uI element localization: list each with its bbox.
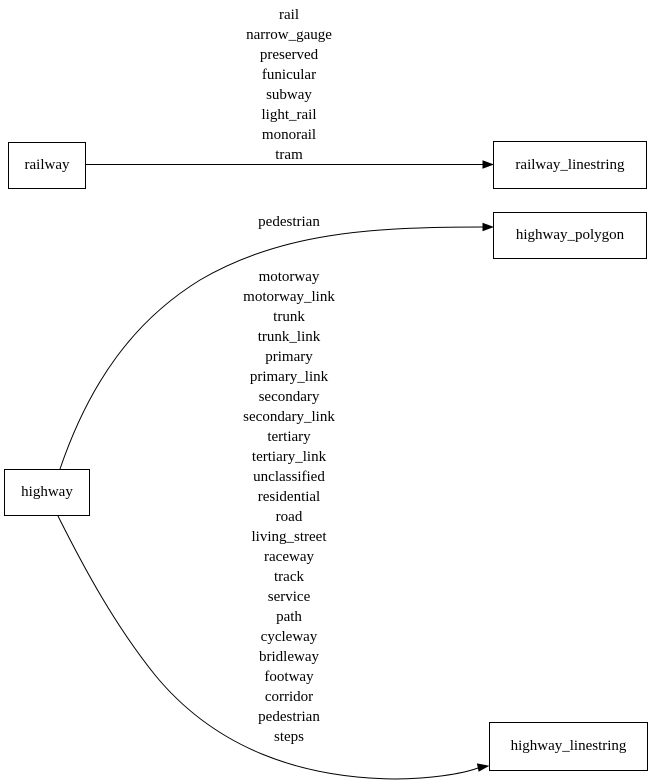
edge-label-line: secondary_link bbox=[243, 409, 335, 425]
edge-label-line: trunk_link bbox=[257, 329, 321, 345]
arrowhead-icon bbox=[482, 222, 494, 232]
edge-label-line: narrow_gauge bbox=[246, 27, 332, 43]
edge-label-line: service bbox=[267, 589, 311, 605]
edge-label-line: tertiary_link bbox=[251, 449, 327, 465]
edge-label-line: primary_link bbox=[249, 369, 329, 385]
edge-label-line: path bbox=[276, 609, 302, 625]
edge-label-line: light_rail bbox=[261, 107, 317, 123]
node-highway-linestring-label: highway_linestring bbox=[510, 738, 627, 754]
node-railway-linestring-label: railway_linestring bbox=[515, 156, 625, 173]
edge-label-line: preserved bbox=[259, 47, 319, 63]
node-railway-label: railway bbox=[24, 157, 70, 173]
edge-label-line: tertiary bbox=[267, 429, 311, 445]
edge-label-line: track bbox=[274, 569, 304, 585]
arrowhead-icon bbox=[482, 160, 494, 169]
edge-highway-to-highway-polygon bbox=[59, 226, 484, 470]
edge-label-line: bridleway bbox=[259, 649, 319, 665]
edge-label-highway-polygon-types: pedestrian bbox=[179, 212, 399, 232]
node-highway-polygon-label: highway_polygon bbox=[515, 227, 625, 243]
edge-label-line: motorway bbox=[258, 269, 320, 285]
edge-label-line: unclassified bbox=[253, 469, 325, 485]
node-highway-label: highway bbox=[21, 484, 73, 500]
edge-label-line: primary bbox=[265, 349, 313, 365]
edge-label-line: trunk bbox=[273, 309, 305, 325]
edge-label-line: residential bbox=[257, 489, 321, 505]
edge-label-line: funicular bbox=[261, 67, 317, 83]
edge-label-line: corridor bbox=[264, 689, 314, 705]
edge-label-line: tram bbox=[275, 147, 303, 163]
edge-label-line: pedestrian bbox=[258, 214, 320, 230]
edge-label-line: steps bbox=[274, 729, 304, 745]
edge-label-line: cycleway bbox=[260, 629, 318, 645]
edge-label-line: raceway bbox=[264, 549, 314, 565]
edge-label-line: secondary bbox=[258, 389, 320, 405]
node-railway: railway bbox=[8, 142, 86, 189]
edge-label-line: living_street bbox=[251, 529, 327, 545]
edge-label-line: motorway_link bbox=[243, 289, 335, 305]
edge-label-line: rail bbox=[279, 7, 299, 23]
arrowhead-icon bbox=[476, 763, 490, 772]
edge-label-line: pedestrian bbox=[258, 709, 320, 725]
edge-label-line: monorail bbox=[261, 127, 317, 143]
node-highway: highway bbox=[4, 469, 90, 516]
node-highway-polygon: highway_polygon bbox=[493, 212, 647, 259]
edge-label-line: footway bbox=[264, 669, 314, 685]
edge-label-line: road bbox=[275, 509, 303, 525]
node-highway-linestring: highway_linestring bbox=[489, 722, 648, 771]
node-railway-linestring: railway_linestring bbox=[493, 141, 647, 189]
edge-label-line: subway bbox=[266, 87, 312, 103]
edge-highway-to-highway-linestring bbox=[57, 515, 479, 780]
edge-label-railway-types: rail narrow_gauge preserved funicular subway… bbox=[179, 5, 399, 165]
